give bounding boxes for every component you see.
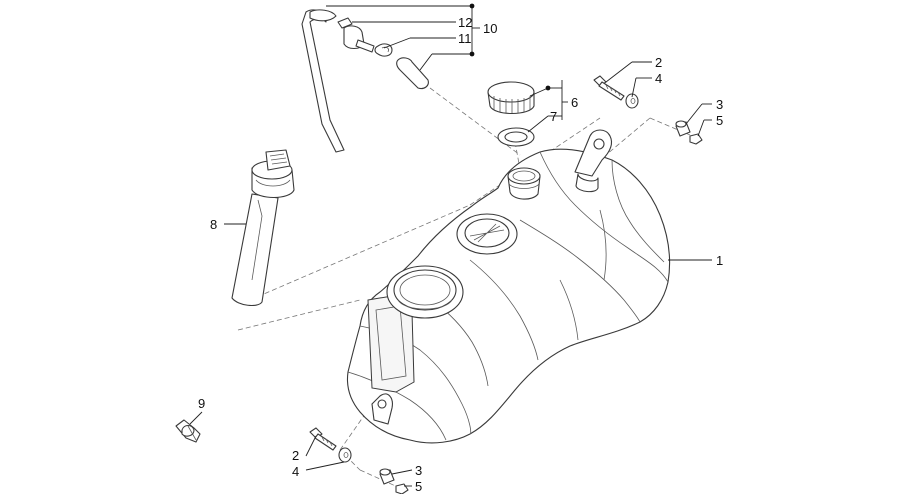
callout-7: 7 bbox=[550, 109, 557, 124]
short-hose bbox=[396, 57, 429, 90]
callout-4-upper: 4 bbox=[655, 71, 662, 86]
washer-upper bbox=[625, 93, 639, 109]
callout-2-lower: 2 bbox=[292, 448, 299, 463]
callout-labels: 1 2 4 3 5 6 7 8 9 10 12 11 2 4 3 5 bbox=[198, 15, 723, 494]
spacer-lower bbox=[379, 468, 395, 485]
callout-9: 9 bbox=[198, 396, 205, 411]
callout-12: 12 bbox=[458, 15, 472, 30]
washer-lower bbox=[338, 447, 352, 463]
fuel-tank bbox=[346, 129, 671, 444]
vent-valve bbox=[337, 17, 375, 53]
fuel-cap bbox=[487, 81, 535, 115]
bolt-upper bbox=[593, 75, 625, 101]
callout-10: 10 bbox=[483, 21, 497, 36]
spacer-upper bbox=[675, 120, 691, 137]
leader-lines bbox=[189, 5, 712, 487]
nut-upper bbox=[689, 133, 703, 145]
callout-5-lower: 5 bbox=[415, 479, 422, 494]
clip bbox=[175, 419, 201, 443]
callout-6: 6 bbox=[571, 95, 578, 110]
callout-8: 8 bbox=[210, 217, 217, 232]
leader-dots bbox=[469, 3, 551, 91]
callout-4-lower: 4 bbox=[292, 464, 299, 479]
callout-3-upper: 3 bbox=[716, 97, 723, 112]
nut-lower bbox=[395, 483, 409, 494]
callout-2-upper: 2 bbox=[655, 55, 662, 70]
callout-1: 1 bbox=[716, 253, 723, 268]
bolt-lower bbox=[309, 427, 337, 451]
fuel-level-sender bbox=[231, 149, 295, 307]
callout-5-upper: 5 bbox=[716, 113, 723, 128]
callout-3-lower: 3 bbox=[415, 463, 422, 478]
cap-gasket bbox=[497, 127, 535, 147]
callout-11: 11 bbox=[458, 31, 472, 46]
breather-hose bbox=[301, 9, 345, 153]
